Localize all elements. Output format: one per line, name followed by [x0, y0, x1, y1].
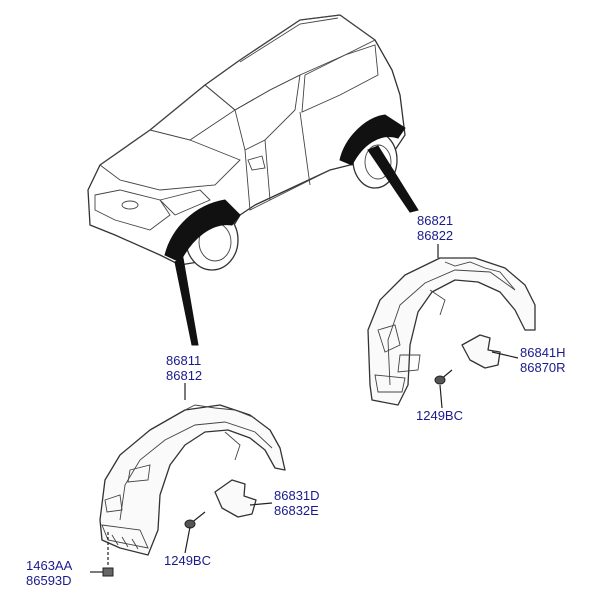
- front-screw-icon: [184, 511, 206, 529]
- front-mud-flap: [214, 479, 257, 518]
- callout-86593d: 86593D: [26, 573, 72, 588]
- leader-lines: [90, 244, 519, 573]
- callout-1463aa: 1463AA: [26, 558, 73, 573]
- callout-86822: 86822: [417, 228, 453, 243]
- callout-86821: 86821: [417, 213, 453, 228]
- vehicle-illustration: [87, 14, 419, 346]
- callout-rear-1249bc: 1249BC: [416, 408, 463, 423]
- rear-arch-highlight: [339, 114, 406, 166]
- front-arch-highlight: [164, 199, 241, 263]
- callout-86870r: 86870R: [520, 360, 566, 375]
- callout-86831d: 86831D: [274, 488, 320, 503]
- callout-86841h: 86841H: [520, 345, 566, 360]
- front-arch-pointer: [174, 257, 199, 346]
- callout-86832e: 86832E: [274, 503, 319, 518]
- callout-86811: 86811: [166, 353, 201, 368]
- front-wheel-guard: [99, 404, 286, 556]
- rear-wheel-guard: [367, 257, 536, 406]
- rear-arch-pointer: [367, 145, 419, 213]
- callout-86812: 86812: [166, 368, 202, 383]
- callout-front-1249bc: 1249BC: [164, 553, 211, 568]
- rear-mud-flap: [461, 334, 501, 369]
- rear-screw-icon: [434, 369, 453, 385]
